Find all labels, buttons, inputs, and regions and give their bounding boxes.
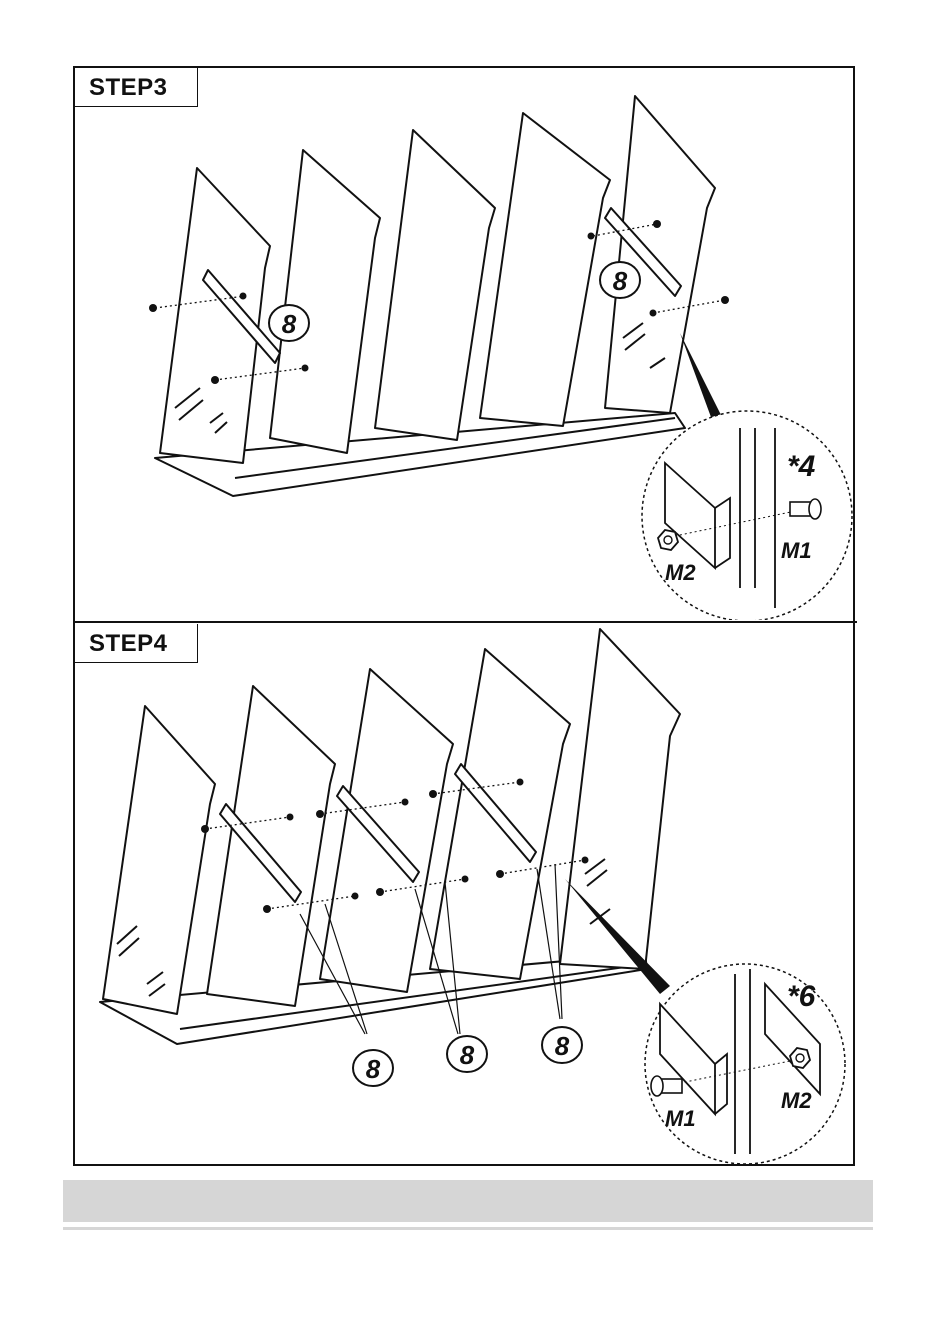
divider-panel-3 (320, 669, 453, 992)
nut-icon (650, 310, 657, 317)
detail-magnifier: *6 M1 M2 (645, 964, 845, 1164)
svg-text:M2: M2 (665, 560, 696, 585)
leader-line (537, 864, 562, 1019)
part-number-callout-1: 8 (353, 1050, 393, 1086)
screw-icon (496, 870, 504, 878)
divider-panel-4 (480, 113, 610, 426)
divider-panel-2 (207, 686, 335, 1006)
step4-illustration: 8 8 8 *6 M1 M2 (75, 624, 855, 1164)
side-panel-1 (103, 706, 215, 1014)
nut-icon (462, 876, 469, 883)
screw-icon (201, 825, 209, 833)
nut-icon (402, 799, 409, 806)
side-panel-5 (605, 96, 715, 413)
svg-text:M2: M2 (781, 1088, 812, 1113)
part-number-callout-1: 8 (269, 305, 309, 341)
part-number-callout-2: 8 (447, 1036, 487, 1072)
screw-icon (721, 296, 729, 304)
divider-panel-2 (270, 150, 380, 453)
nut-icon (588, 233, 595, 240)
side-panel-5 (560, 629, 680, 969)
step3-label: STEP3 (75, 68, 198, 107)
footer-bar (63, 1180, 873, 1222)
screw-icon (263, 905, 271, 913)
nut-icon (517, 779, 524, 786)
svg-text:8: 8 (613, 266, 628, 296)
screw-icon (316, 810, 324, 818)
screw-icon (149, 304, 157, 312)
footer-rule (63, 1227, 873, 1230)
svg-text:8: 8 (282, 309, 297, 339)
divider-panel-3 (375, 130, 495, 440)
svg-text:*6: *6 (787, 980, 816, 1013)
svg-text:8: 8 (460, 1040, 475, 1070)
nut-icon (582, 857, 589, 864)
svg-text:M1: M1 (781, 538, 812, 563)
screw-icon (376, 888, 384, 896)
svg-text:M1: M1 (665, 1106, 696, 1131)
nut-icon (352, 893, 359, 900)
nut-icon (287, 814, 294, 821)
step3-illustration: 8 8 *4 M1 M2 (75, 68, 855, 620)
step4-label: STEP4 (75, 624, 198, 663)
svg-text:8: 8 (366, 1054, 381, 1084)
part-number-callout-3: 8 (542, 1027, 582, 1063)
step-divider (73, 621, 857, 623)
detail-magnifier: *4 M1 M2 (642, 411, 852, 620)
svg-text:*4: *4 (787, 450, 816, 483)
svg-text:8: 8 (555, 1031, 570, 1061)
part-number-callout-2: 8 (600, 262, 640, 298)
screw-icon (429, 790, 437, 798)
screw-icon (653, 220, 661, 228)
nut-icon (240, 293, 247, 300)
screw-icon (211, 376, 219, 384)
detail-pointer (680, 333, 725, 428)
nut-icon (302, 365, 309, 372)
